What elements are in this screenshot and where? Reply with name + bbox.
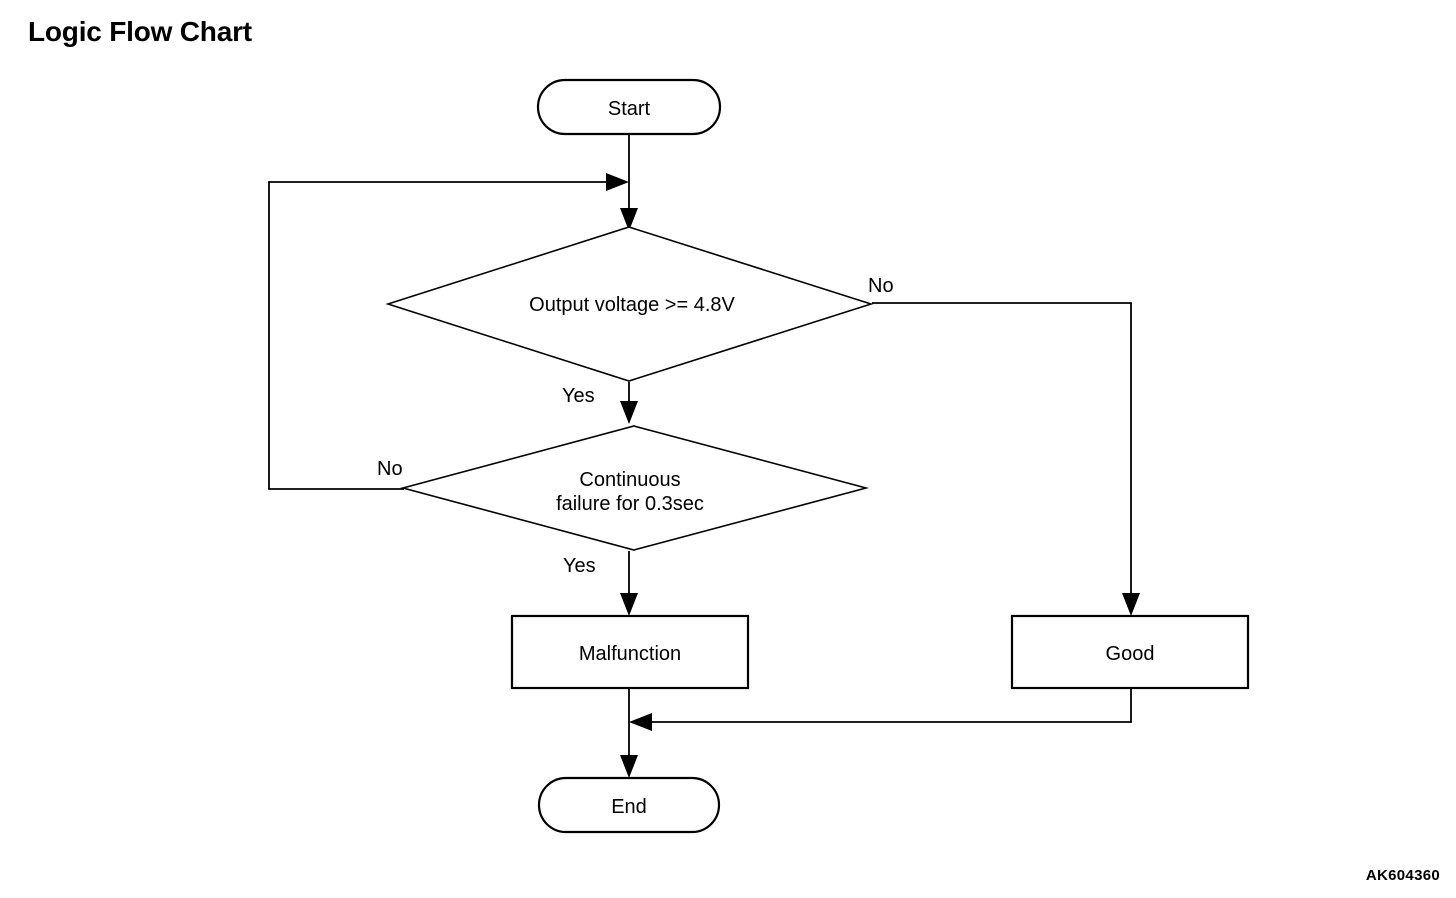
- node-malfunction-shape[interactable]: [510, 614, 750, 690]
- arrowhead-right-feedback-join: [606, 173, 629, 191]
- page-title: Logic Flow Chart: [28, 16, 252, 47]
- arrowhead-down-to-duration-check: [620, 401, 638, 424]
- node-start[interactable]: Start: [536, 78, 722, 136]
- node-voltage-check-label: Output voltage >= 4.8V: [529, 294, 735, 316]
- node-voltage-check-shape[interactable]: [385, 226, 874, 382]
- node-good-label: Good: [1106, 643, 1155, 665]
- node-good[interactable]: Good: [1010, 614, 1250, 690]
- edge-start-to-voltage-check: [620, 133, 638, 231]
- arrowhead-left-merge-to-end: [629, 713, 652, 731]
- arrowhead-down-to-end: [620, 755, 638, 778]
- edge-good-to-end-polyline: [647, 688, 1132, 723]
- arrowhead-down-to-good: [1122, 593, 1140, 616]
- node-duration-check-shape[interactable]: [399, 425, 870, 551]
- node-end[interactable]: End: [537, 776, 721, 834]
- edge-malfunction-to-end: [620, 688, 638, 778]
- edge-label-duration-check-yes: Yes: [563, 555, 596, 577]
- node-malfunction-label: Malfunction: [579, 643, 681, 665]
- node-duration-check[interactable]: Continuous failure for 0.3sec: [399, 425, 870, 551]
- watermark-code: AK604360: [1365, 867, 1440, 884]
- node-malfunction[interactable]: Malfunction: [510, 614, 750, 690]
- edge-voltage-check-yes-to-duration-check: [620, 382, 638, 424]
- node-duration-check-label-line2: failure for 0.3sec: [556, 493, 704, 515]
- edge-duration-check-no-feedback: [268, 173, 629, 490]
- edge-voltage-check-no-to-good: [872, 302, 1140, 616]
- arrowhead-down-to-malfunction: [620, 593, 638, 616]
- node-good-shape[interactable]: [1010, 614, 1250, 690]
- edge-feedback-polyline: [268, 181, 611, 490]
- edge-label-duration-check-no: No: [377, 458, 403, 480]
- node-end-label: End: [611, 796, 647, 818]
- edge-good-to-end: [629, 688, 1132, 731]
- node-duration-check-label-line1: Continuous: [579, 469, 680, 491]
- arrowhead-down-to-voltage-check: [620, 208, 638, 231]
- node-start-label: Start: [608, 98, 651, 120]
- edge-duration-check-yes-to-malfunction: [620, 551, 638, 616]
- edge-label-voltage-check-no: No: [868, 275, 894, 297]
- edge-label-voltage-check-yes: Yes: [562, 385, 595, 407]
- node-start-shape[interactable]: [536, 78, 722, 136]
- node-voltage-check[interactable]: Output voltage >= 4.8V: [385, 226, 874, 382]
- node-end-shape[interactable]: [537, 776, 721, 834]
- edge-no-to-good-polyline: [872, 302, 1132, 606]
